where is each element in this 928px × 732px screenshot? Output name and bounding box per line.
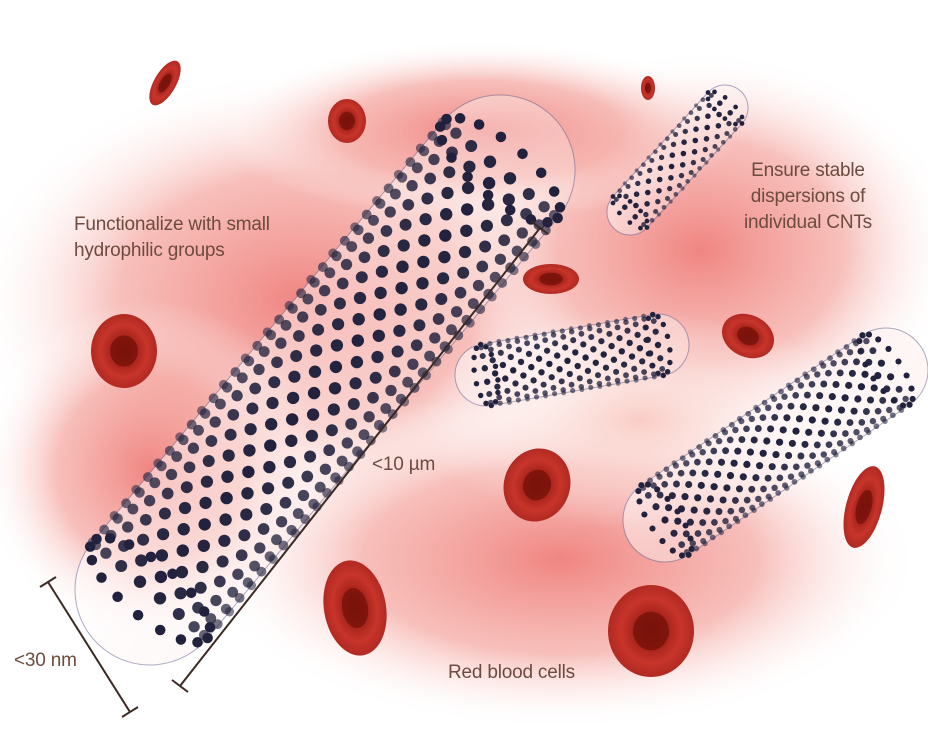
red-blood-cell [91,314,157,388]
red-blood-cell [523,264,579,294]
red-blood-cell [328,99,366,143]
functionalize-line-1: Functionalize with small [74,212,270,238]
red-blood-cells-label: Red blood cells [448,660,575,686]
red-blood-cell [641,76,655,100]
dispersion-line-2: dispersions of [744,184,872,210]
dispersion-line-3: individual CNTs [744,210,872,236]
red-blood-cell [608,585,694,677]
dispersion-label: Ensure stable dispersions of individual … [744,158,872,236]
length-label: <10 µm [372,452,435,478]
diameter-label: <30 nm [14,648,77,674]
functionalize-line-2: hydrophilic groups [74,238,270,264]
functionalize-label: Functionalize with small hydrophilic gro… [74,212,270,264]
dispersion-line-1: Ensure stable [744,158,872,184]
